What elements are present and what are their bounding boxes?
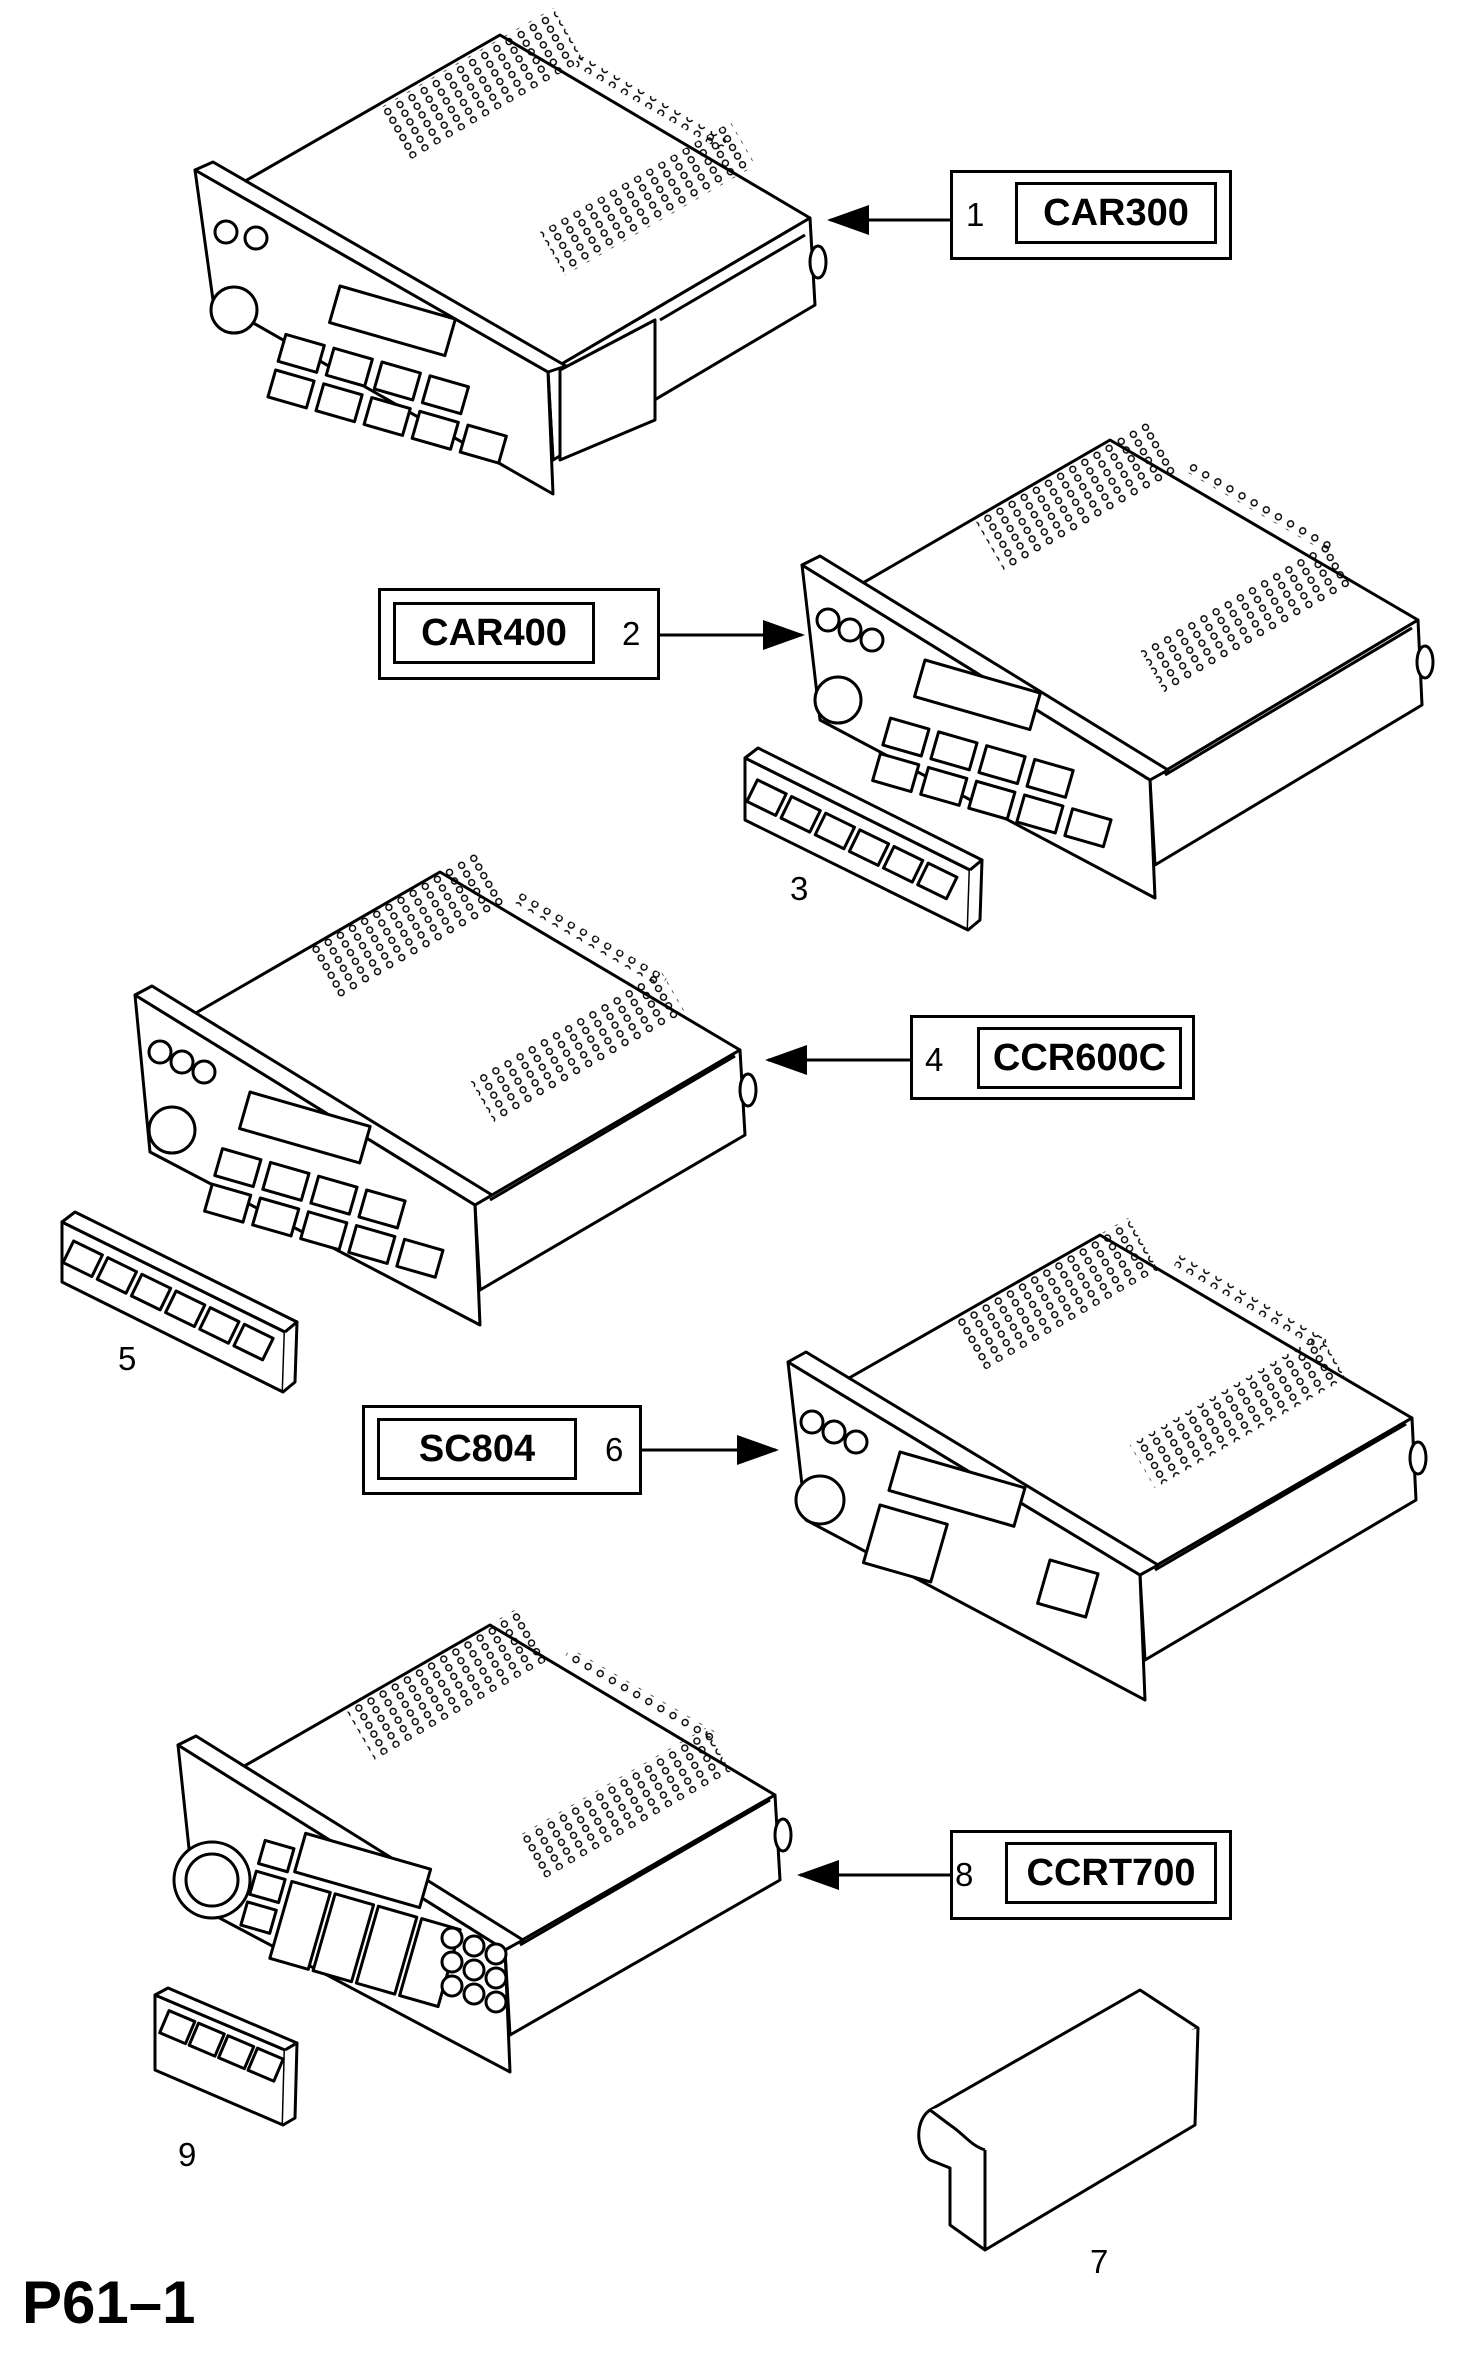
page-code: P61–1	[22, 2269, 196, 2336]
callout-ref-2: 2	[622, 615, 641, 652]
part-ref-9: 9	[178, 2136, 197, 2173]
callout-ref-8: 8	[955, 1856, 974, 1893]
model-label-sc804: SC804	[377, 1418, 577, 1480]
part-ref-5: 5	[118, 1340, 137, 1377]
part-ref-7: 7	[1090, 2243, 1109, 2280]
part-ref-3: 3	[790, 870, 809, 907]
callout-ref-6: 6	[605, 1431, 624, 1468]
radio-unit-car300	[193, 8, 828, 496]
callout-ref-1: 1	[966, 196, 985, 233]
model-label-car400: CAR400	[393, 602, 595, 664]
model-label-ccrt700: CCRT700	[1005, 1842, 1217, 1904]
case-part-7	[917, 1988, 1200, 2252]
radio-unit-ccrt700	[172, 1608, 793, 2074]
radio-unit-ccr600c	[133, 850, 758, 1327]
callout-ref-4: 4	[925, 1041, 944, 1078]
model-label-car300: CAR300	[1015, 182, 1217, 244]
keypad-part-9	[153, 1986, 299, 2127]
model-label-ccr600c: CCR600C	[977, 1027, 1182, 1089]
radio-unit-sc804	[786, 1218, 1428, 1702]
keypad-part-3	[743, 746, 984, 932]
keypad-part-5	[60, 1210, 299, 1394]
radio-unit-car400	[800, 420, 1435, 900]
